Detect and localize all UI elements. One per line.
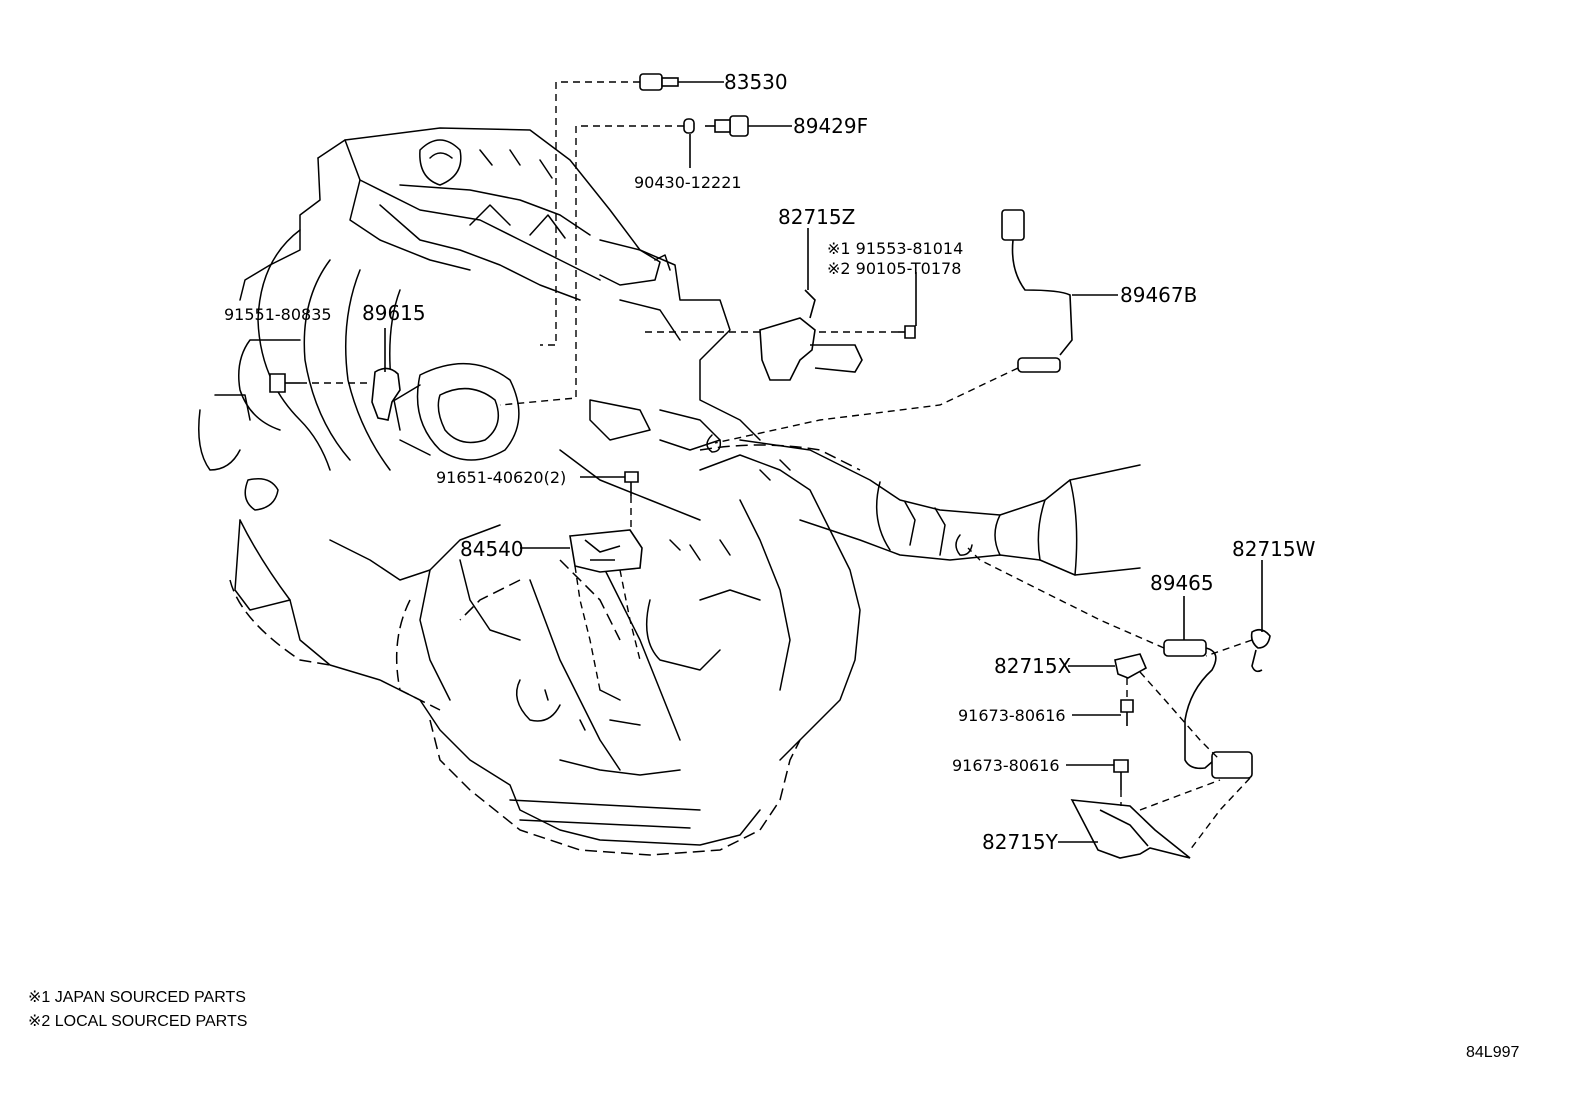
part-84540-switch: [569, 529, 643, 573]
part-83530-sensor: [639, 73, 679, 91]
part-91673-bolt-upper: [1120, 699, 1134, 726]
part-82715X-bracket: [1114, 653, 1148, 679]
part-82715Y-bracket: [1070, 799, 1191, 859]
footnote-japan-sourced: ※1 JAPAN SOURCED PARTS: [28, 989, 246, 1006]
part-89465-sensor: [1163, 639, 1253, 779]
label-89465[interactable]: 89465: [1150, 571, 1214, 595]
label-82715Z[interactable]: 82715Z: [778, 205, 855, 229]
part-89429F-sensor: [705, 115, 749, 137]
label-89467B[interactable]: 89467B: [1120, 283, 1197, 307]
engine-assembly-drawing: [198, 127, 1141, 856]
part-91551-bolt: [269, 373, 300, 393]
part-89467B-sensor: [1001, 209, 1073, 373]
label-91551-80835[interactable]: 91551-80835: [224, 305, 332, 324]
label-82715W[interactable]: 82715W: [1232, 537, 1316, 561]
leader-lines: [384, 81, 1263, 843]
label-83530[interactable]: 83530: [724, 70, 788, 94]
footnotes: ※1 JAPAN SOURCED PARTS ※2 LOCAL SOURCED …: [28, 989, 1519, 1061]
label-82715Y[interactable]: 82715Y: [982, 830, 1059, 854]
label-90430-12221[interactable]: 90430-12221: [634, 173, 742, 192]
dashed-installation-lines: [300, 81, 1253, 851]
diagram-code: 84L997: [1466, 1044, 1519, 1061]
label-91673-80616-upper[interactable]: 91673-80616: [958, 706, 1066, 725]
part-90430-gasket: [683, 118, 695, 134]
part-91673-bolt-lower: [1113, 759, 1129, 790]
part-82715Z-bracket: [759, 289, 863, 381]
label-89429F[interactable]: 89429F: [793, 114, 868, 138]
footnote-local-sourced: ※2 LOCAL SOURCED PARTS: [28, 1013, 247, 1030]
part-91651-bolt: [624, 471, 639, 496]
label-84540[interactable]: 84540: [460, 537, 524, 561]
label-89615[interactable]: 89615: [362, 301, 426, 325]
part-91553-bolt: [898, 325, 916, 339]
part-82715W-clamp: [1250, 628, 1271, 673]
part-labels: 83530 89429F 90430-12221 82715Z ※1 91553…: [224, 70, 1316, 854]
part-89615-knock-sensor: [371, 367, 401, 421]
label-91553-81014[interactable]: ※1 91553-81014: [827, 239, 963, 258]
label-90105-T0178[interactable]: ※2 90105-T0178: [827, 259, 961, 278]
label-82715X[interactable]: 82715X: [994, 654, 1072, 678]
label-91651-40620[interactable]: 91651-40620(2): [436, 468, 566, 487]
label-91673-80616-lower[interactable]: 91673-80616: [952, 756, 1060, 775]
